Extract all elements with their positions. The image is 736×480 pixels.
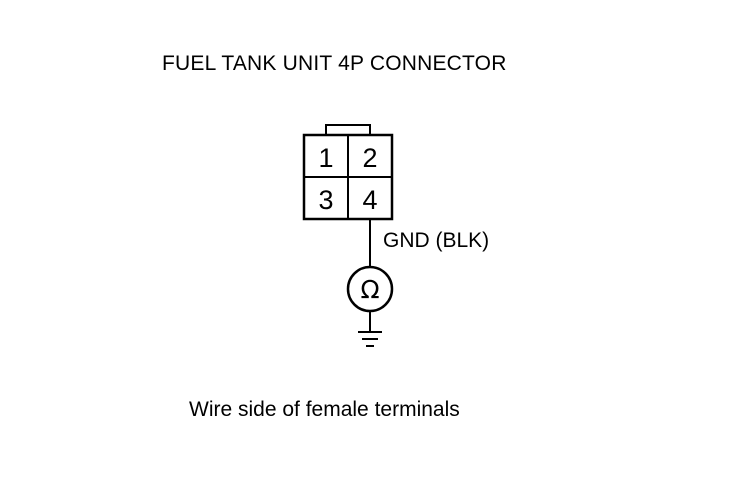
diagram-caption: Wire side of female terminals — [189, 398, 460, 421]
diagram-title: FUEL TANK UNIT 4P CONNECTOR — [162, 52, 507, 75]
ohm-symbol: Ω — [360, 275, 379, 304]
ground-icon — [358, 331, 382, 347]
wire-label: GND (BLK) — [383, 229, 490, 252]
pin-4-label: 4 — [362, 185, 377, 215]
pin-1-label: 1 — [318, 143, 333, 173]
pin-3-label: 3 — [318, 185, 333, 215]
pin-2-label: 2 — [362, 143, 377, 173]
connector-lock-tab — [325, 124, 371, 136]
